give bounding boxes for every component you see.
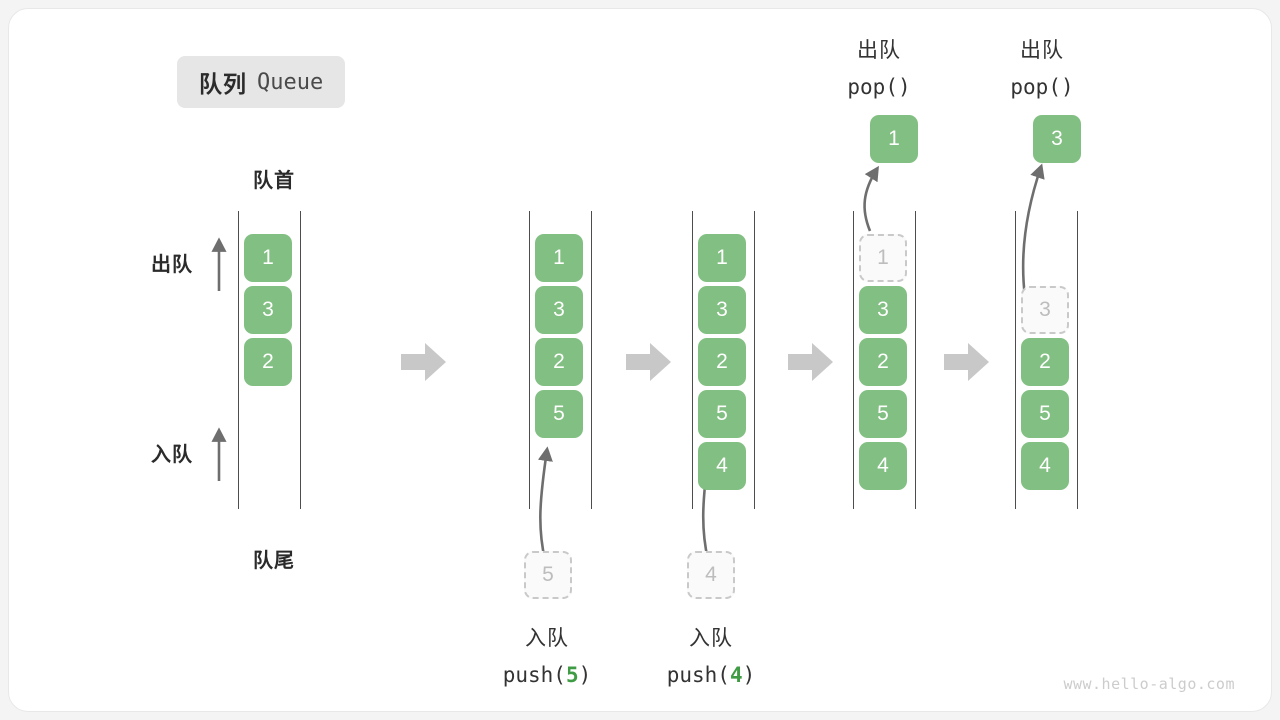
queue-item: 1 <box>698 234 746 282</box>
queue-item-removed: 3 <box>1021 286 1069 334</box>
queue-rail-left-4 <box>853 211 854 509</box>
queue-rail-left-2 <box>529 211 530 509</box>
step-arrow-3 <box>788 343 833 381</box>
queue-item: 3 <box>698 286 746 334</box>
queue-rail-left-5 <box>1015 211 1016 509</box>
push-4-ghost-box: 4 <box>687 551 735 599</box>
pop-2-caption-code: pop() <box>1010 75 1074 99</box>
step-arrow-1 <box>401 343 446 381</box>
push-5-caption: 入队 push(5) <box>467 621 627 693</box>
queue-item: 1 <box>535 234 583 282</box>
queue-item: 3 <box>244 286 292 334</box>
step-arrow-2 <box>626 343 671 381</box>
queue-item: 5 <box>1021 390 1069 438</box>
push-4-caption-code: push(4) <box>666 663 756 687</box>
diagram-title-badge: 队列 Queue <box>177 56 346 108</box>
queue-item: 4 <box>859 442 907 490</box>
pop-2-caption-cn: 出队 <box>1020 39 1064 62</box>
diagram-card: 队列 Queue 队首 队尾 出队 入队 1 3 2 1 3 2 5 5 入队 … <box>8 8 1272 712</box>
queue-item-removed: 1 <box>859 234 907 282</box>
queue-item: 5 <box>859 390 907 438</box>
enqueue-label: 入队 <box>151 444 193 466</box>
queue-item: 2 <box>698 338 746 386</box>
queue-rail-right-4 <box>915 211 916 509</box>
queue-rail-right-3 <box>754 211 755 509</box>
push-4-caption: 入队 push(4) <box>631 621 791 693</box>
push-5-ghost-box: 5 <box>524 551 572 599</box>
pop-1-caption-code: pop() <box>847 75 911 99</box>
watermark: www.hello-algo.com <box>1063 675 1235 693</box>
queue-item-new: 4 <box>698 442 746 490</box>
push-5-caption-code: push(5) <box>502 663 592 687</box>
queue-item: 2 <box>244 338 292 386</box>
pop-3-arrow <box>1021 163 1045 298</box>
front-label: 队首 <box>253 170 295 192</box>
title-chinese: 队列 <box>199 71 247 97</box>
step-arrow-4 <box>944 343 989 381</box>
title-english: Queue <box>257 69 324 95</box>
queue-rail-right-1 <box>300 211 301 509</box>
dequeue-label: 出队 <box>151 254 193 276</box>
queue-item: 5 <box>698 390 746 438</box>
push-5-arrow <box>537 446 553 561</box>
queue-item: 2 <box>535 338 583 386</box>
queue-rail-right-5 <box>1077 211 1078 509</box>
pop-1-caption-cn: 出队 <box>857 39 901 62</box>
popped-value-box: 3 <box>1033 115 1081 163</box>
pop-2-caption: 出队 pop() <box>972 33 1112 105</box>
pop-1-arrow <box>863 165 879 232</box>
popped-value-box: 1 <box>870 115 918 163</box>
rear-label: 队尾 <box>253 550 295 572</box>
pop-1-caption: 出队 pop() <box>809 33 949 105</box>
queue-item: 2 <box>859 338 907 386</box>
queue-item: 3 <box>535 286 583 334</box>
queue-item: 3 <box>859 286 907 334</box>
arrows-layer <box>211 163 1045 561</box>
queue-item: 1 <box>244 234 292 282</box>
queue-rail-left-1 <box>238 211 239 509</box>
queue-rail-right-2 <box>591 211 592 509</box>
queue-item: 2 <box>1021 338 1069 386</box>
queue-item-new: 5 <box>535 390 583 438</box>
push-5-caption-cn: 入队 <box>525 627 569 650</box>
queue-item: 4 <box>1021 442 1069 490</box>
queue-rail-left-3 <box>692 211 693 509</box>
push-4-caption-cn: 入队 <box>689 627 733 650</box>
